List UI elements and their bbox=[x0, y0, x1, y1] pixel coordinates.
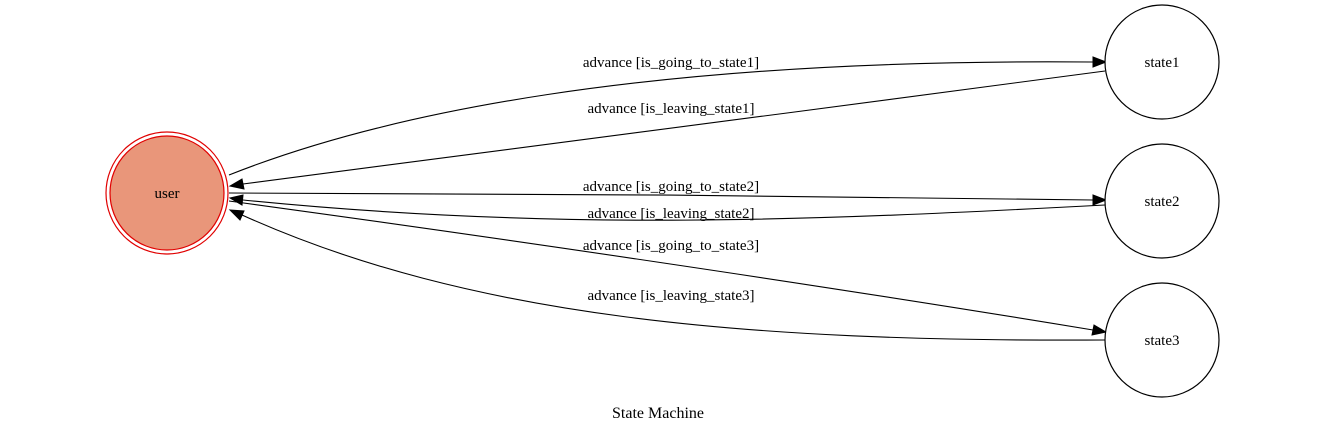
edge-path bbox=[242, 199, 1106, 221]
edge-label: advance [is_going_to_state2] bbox=[583, 179, 759, 195]
edge-path bbox=[228, 200, 1094, 331]
arrow-head bbox=[1092, 56, 1108, 68]
edge-label: advance [is_going_to_state3] bbox=[583, 238, 759, 254]
edge-label: advance [is_leaving_state3] bbox=[587, 288, 754, 304]
node-state1[interactable]: state1 bbox=[1104, 4, 1220, 120]
initial-node-outer-ring bbox=[105, 131, 229, 255]
node-label: state1 bbox=[1145, 55, 1180, 71]
edge-state1-to-user: advance [is_leaving_state1] bbox=[228, 70, 1106, 190]
node-circle bbox=[1104, 143, 1220, 259]
edge-path bbox=[241, 214, 1106, 341]
edge-state2-to-user: advance [is_leaving_state2] bbox=[228, 194, 1106, 222]
arrow-head bbox=[228, 209, 245, 221]
edge-user-to-state2: advance [is_going_to_state2] bbox=[228, 179, 1108, 206]
edge-path bbox=[228, 61, 1094, 176]
arrow-head bbox=[228, 194, 244, 206]
edge-state3-to-user: advance [is_leaving_state3] bbox=[228, 209, 1106, 341]
node-circle bbox=[1104, 282, 1220, 398]
arrow-head bbox=[1092, 194, 1108, 206]
node-label: state2 bbox=[1145, 194, 1180, 210]
edge-label: advance [is_going_to_state1] bbox=[583, 55, 759, 71]
node-state3[interactable]: state3 bbox=[1104, 282, 1220, 398]
node-label: user bbox=[155, 186, 180, 202]
node-state2[interactable]: state2 bbox=[1104, 143, 1220, 259]
graph-title: State Machine bbox=[612, 405, 704, 422]
arrow-head bbox=[228, 178, 245, 190]
edge-user-to-state1: advance [is_going_to_state1] bbox=[228, 55, 1108, 176]
node-circle bbox=[1104, 4, 1220, 120]
edge-path bbox=[228, 192, 1094, 201]
node-user[interactable]: user bbox=[105, 131, 229, 255]
edge-path bbox=[242, 70, 1106, 185]
node-label: state3 bbox=[1145, 333, 1180, 349]
edge-user-to-state3: advance [is_going_to_state3] bbox=[228, 200, 1108, 336]
edge-label: advance [is_leaving_state2] bbox=[587, 206, 754, 222]
edge-label: advance [is_leaving_state1] bbox=[587, 101, 754, 117]
initial-node-circle bbox=[109, 135, 225, 251]
arrow-head bbox=[1091, 324, 1108, 336]
